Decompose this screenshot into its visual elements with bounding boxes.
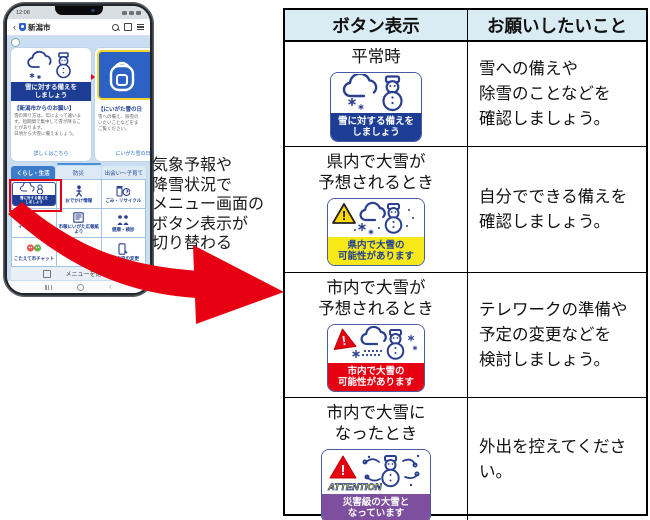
header-request: お願いしたいこと <box>487 15 627 36</box>
backpack-panel <box>97 50 150 100</box>
walking-person-icon <box>75 185 82 197</box>
snow-cloud-snowman-icon <box>20 183 44 195</box>
request-cell: 雪への備えや 除雪のことなどを 確認しましょう。 <box>479 59 611 128</box>
grid-item-chat[interactable]: こたえて市チャット <box>12 238 56 266</box>
city-logo-icon <box>18 23 26 31</box>
button-band: 市内で大雪の可能性があります <box>328 363 424 391</box>
android-back-icon[interactable]: ‹ <box>108 282 112 291</box>
wifi-icon <box>129 10 134 15</box>
phone-edit-icon <box>118 243 128 255</box>
condition-cell: 平常時 <box>285 42 468 146</box>
tab-deai[interactable]: 出会い〜子育て <box>101 166 146 179</box>
window-icon[interactable] <box>124 23 132 31</box>
card-link[interactable]: 詳しくはこちら <box>33 151 69 157</box>
table-row: 市内で大雪になったとき ! ATTENTION <box>285 398 646 520</box>
table-row: 県内で大雪が予想されるとき ! <box>285 147 646 273</box>
tab-kurashi[interactable]: くらし・生活 <box>11 166 56 179</box>
request-cell: テレワークの準備や 予定の変更などを 検討しましょう。 <box>479 300 628 369</box>
card-band: 雪に対する備えをしましょう <box>11 82 91 101</box>
button-band: 災害級の大雪となっています <box>322 494 430 520</box>
grid-item-odekake[interactable]: おでかけ情報 <box>57 180 101 208</box>
search-icon[interactable] <box>112 23 119 31</box>
condition-cell: 市内で大雪が予想されるとき ! <box>285 273 468 397</box>
camera-dot <box>91 8 95 12</box>
grid-item-event-calendar[interactable]: ※TimeTree イベントカレン <box>12 209 56 237</box>
grid-item-shiho[interactable]: 市報にいがた広報紙より <box>57 209 101 237</box>
grid-item-touroku[interactable]: 登録内容の変更 <box>101 238 145 266</box>
card-carousel: 雪に対する備えをしましょう 【新潟市からのお願い】 雪の降り方は、年によって違い… <box>11 48 150 161</box>
back-chevron-icon[interactable]: ‹ <box>13 21 16 32</box>
table-header: ボタン表示 お願いしたいこと <box>285 10 646 42</box>
snow-button-pref-warning: ! <box>327 198 425 266</box>
newspaper-icon <box>73 212 84 223</box>
snow-button-normal: 雪に対する備えをしましょう <box>330 72 422 142</box>
request-cell: 自分でできる備えを 確認しましょう。 <box>479 187 628 231</box>
snow-day-card[interactable]: 【にいがた雪の日 雪への備え、除雪のいたいことなどをま ご覧ください。 にいがた… <box>95 48 150 161</box>
svg-text:!: ! <box>341 333 347 348</box>
snow-button-city-warning: ! <box>327 324 425 392</box>
grid-item-hidden[interactable] <box>57 238 101 266</box>
status-icons <box>122 10 141 15</box>
mascot-characters-icon <box>26 244 42 252</box>
category-tabs: くらし・生活 防災 出会い〜子育て <box>11 166 146 179</box>
app-content: 雪に対する備えをしましょう 【新潟市からのお願い】 雪の降り方は、年によって違い… <box>7 36 150 281</box>
snow-cloud-snowman-icon <box>331 73 421 113</box>
app-title: 新潟市 <box>28 22 51 32</box>
request-cell: 外出を控えてください。 <box>479 438 627 482</box>
phone-notch <box>54 6 103 15</box>
button-band: 県内で大雪の可能性があります <box>328 237 424 265</box>
snow-button-disaster: ! ATTENTION <box>321 449 431 520</box>
grid-item-kenko[interactable]: 健康・検診 <box>101 209 145 237</box>
grid-item-gomi[interactable]: ごみ・リサイクル <box>101 180 145 208</box>
timetree-logo: ※TimeTree <box>21 217 47 223</box>
snow-cloud-snowman-icon <box>11 48 91 82</box>
card-heading: 【新潟市からのお願い】 <box>14 105 75 112</box>
attention-blizzard-icon: ! ATTENTION <box>322 450 430 494</box>
menu-close-bar[interactable]: メニューを閉じる <box>11 267 146 280</box>
avatar[interactable] <box>11 38 20 47</box>
collapse-icon <box>43 269 52 278</box>
card-link[interactable]: にいがた雪の日 <box>115 151 150 157</box>
people-icon <box>117 215 129 225</box>
campaign-icon <box>72 247 86 255</box>
phone-screen: 12:08 ‹ 新潟市 <box>7 6 150 293</box>
card-body: 雪への備え、除雪のいたいことなどをま ご覧ください。 <box>98 113 139 131</box>
battery-icon <box>136 10 141 15</box>
svg-text:!: ! <box>342 208 346 223</box>
android-nav-bar: ‹ <box>7 281 150 293</box>
warning-snow-icon: ! <box>328 199 424 237</box>
app-nav-bar: ‹ 新潟市 <box>7 19 150 36</box>
button-band: 雪に対する備えをしましょう <box>331 113 421 141</box>
svg-text:!: ! <box>341 462 346 479</box>
header-button-display: ボタン表示 <box>285 10 468 40</box>
highlight-box <box>9 179 62 212</box>
red-warning-snow-icon: ! <box>328 325 424 363</box>
table-row: 市内で大雪が予想されるとき ! <box>285 273 646 398</box>
carousel-indicator <box>56 163 101 165</box>
button-display-table: ボタン表示 お願いしたいこと 平常時 <box>283 8 648 520</box>
smartphone-mockup: 12:08 ‹ 新潟市 <box>3 2 154 297</box>
condition-cell: 市内で大雪になったとき ! ATTENTION <box>285 398 468 520</box>
home-icon[interactable] <box>76 283 84 291</box>
snow-preparation-card[interactable]: 雪に対する備えをしましょう 【新潟市からのお願い】 雪の降り方は、年によって違い… <box>11 48 91 161</box>
attention-label: ATTENTION <box>327 482 383 493</box>
recent-apps-icon[interactable] <box>45 284 53 290</box>
annotation-text: 気象予報や 降雪状況で メニュー画面の ボタン表示が 切り替わる <box>152 157 265 252</box>
card-body: 雪の降り方は、年によって違います。短期間で集中して雪が降るこ とがあります。日頃… <box>14 112 82 136</box>
menu-icon[interactable] <box>137 24 144 30</box>
trash-recycle-icon <box>116 186 131 197</box>
table-row: 平常時 <box>285 42 646 147</box>
backpack-icon <box>109 61 135 92</box>
status-time: 12:08 <box>16 9 30 16</box>
tab-bousai[interactable]: 防災 <box>56 166 101 179</box>
card-heading: 【にいがた雪の日 <box>98 106 143 113</box>
status-bar: 12:08 <box>7 6 150 19</box>
condition-cell: 県内で大雪が予想されるとき ! <box>285 147 468 272</box>
signal-icon <box>122 10 127 15</box>
red-marker <box>91 74 95 80</box>
